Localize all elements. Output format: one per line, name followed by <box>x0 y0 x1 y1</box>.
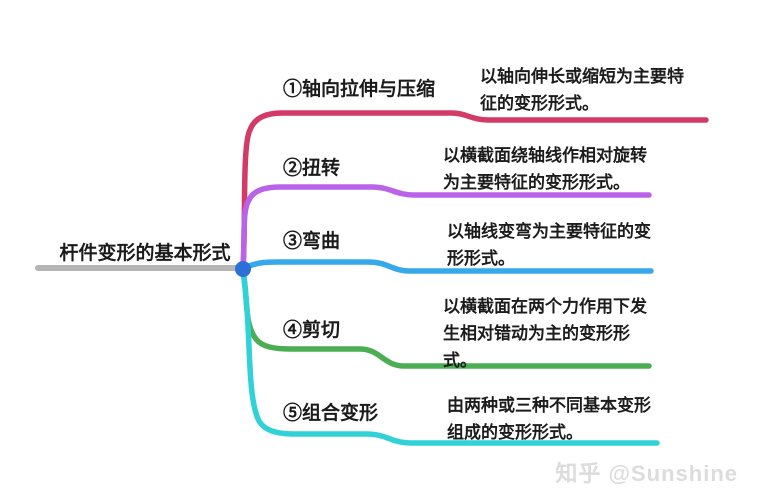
branch-line-axial <box>240 110 709 270</box>
branch-label-bending: ③弯曲 <box>283 231 341 252</box>
desc-line: 以轴向伸长或缩短为主要特 <box>480 67 684 86</box>
desc-line: 组成的变形形式。 <box>447 423 583 442</box>
watermark: 知乎 @Sunshine <box>555 461 738 486</box>
branch-description-shear: 以横截面在两个力作用下发 生相对错动为主的变形形 式。 <box>443 293 647 374</box>
branch-description-axial: 以轴向伸长或缩短为主要特 征的变形形式。 <box>480 63 684 117</box>
branch-description-bending: 以轴线变弯为主要特征的变 形形式。 <box>447 218 651 272</box>
branch-line-bending <box>241 259 654 274</box>
branch-label-shear: ④剪切 <box>283 320 341 341</box>
junction-dot <box>235 261 251 277</box>
branch-description-torsion: 以横截面绕轴线作相对旋转 为主要特征的变形形式。 <box>443 142 647 196</box>
desc-line: 以轴线变弯为主要特征的变 <box>447 222 651 241</box>
desc-line: 征的变形形式。 <box>480 94 599 113</box>
desc-line: 生相对错动为主的变形形 <box>443 324 630 343</box>
desc-line: 以横截面绕轴线作相对旋转 <box>443 146 647 165</box>
branch-label-combined: ⑤组合变形 <box>283 403 379 424</box>
desc-line: 由两种或三种不同基本变形 <box>447 396 651 415</box>
desc-line: 式。 <box>443 351 477 370</box>
desc-line: 以横截面在两个力作用下发 <box>443 297 647 316</box>
branch-label-torsion: ②扭转 <box>283 158 341 179</box>
desc-line: 为主要特征的变形形式。 <box>443 173 630 192</box>
root-node-label: 杆件变形的基本形式 <box>59 243 231 264</box>
branch-line-torsion <box>240 184 652 270</box>
desc-line: 形形式。 <box>447 249 515 268</box>
branch-label-axial: ①轴向拉伸与压缩 <box>283 79 436 100</box>
branch-line-combined <box>240 269 660 446</box>
branch-description-combined: 由两种或三种不同基本变形 组成的变形形式。 <box>447 392 651 446</box>
